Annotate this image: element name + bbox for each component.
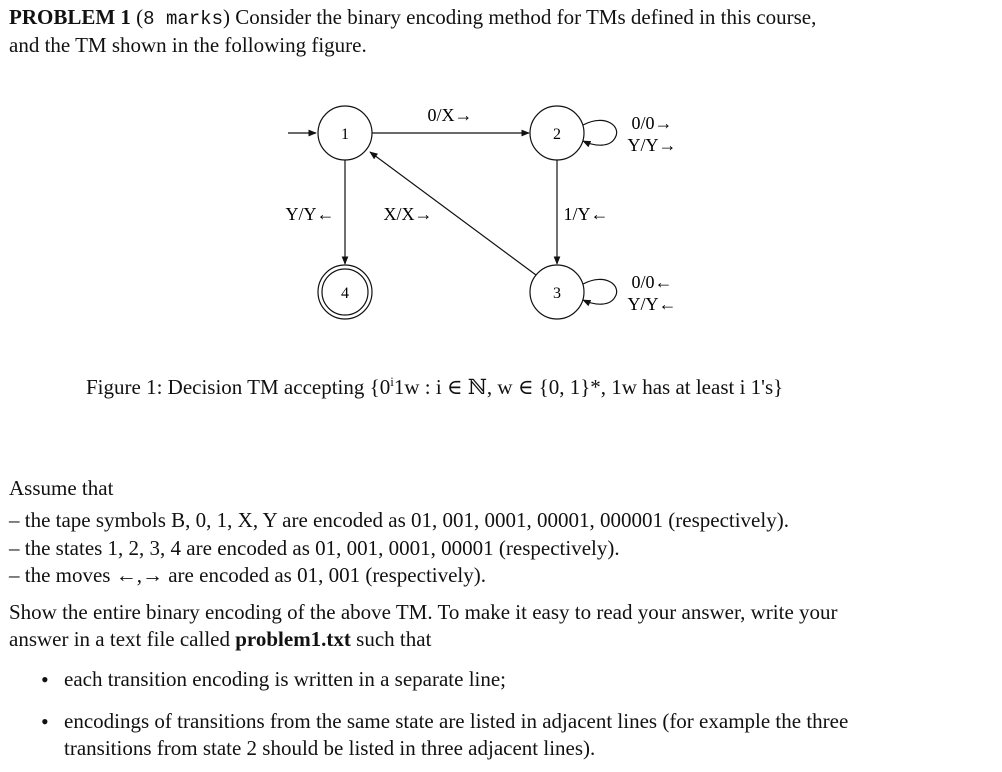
state-3-label: 3 <box>553 285 561 302</box>
state-1-label: 1 <box>341 126 349 143</box>
loop-2-label-a: 0/0→ <box>631 113 672 133</box>
caption-sup: i <box>390 374 394 389</box>
instructions-line-1: Show the entire binary encoding of the a… <box>9 600 838 624</box>
instructions-line-2-pre: answer in a text file called <box>9 627 236 651</box>
caption-prefix: Figure 1: Decision TM accepting {0 <box>86 375 391 399</box>
edge-2-3-label: 1/Y← <box>564 204 609 224</box>
bullet-item-line-1: encodings of transitions from the same s… <box>64 709 849 733</box>
marks-open: ( <box>136 5 144 29</box>
state-4-accepting: 4 <box>317 264 373 320</box>
loop-2 <box>582 119 618 148</box>
caption-suffix: 1w : i ∈ ℕ, w ∈ {0, 1}*, 1w has at least… <box>393 375 784 399</box>
assume-title: Assume that <box>9 476 114 500</box>
state-4-label: 4 <box>341 285 349 302</box>
edge-1-4-label: Y/Y← <box>286 204 335 224</box>
state-1: 1 <box>317 105 373 161</box>
edge-1-2-label: 0/X→ <box>428 105 473 125</box>
intro-line-1: Consider the binary encoding method for … <box>235 5 817 29</box>
problem-intro: PROBLEM 1 (8 marks) Consider the binary … <box>9 4 994 33</box>
state-2-label: 2 <box>553 126 561 143</box>
instructions-line-2-post: such that <box>350 627 432 651</box>
loop-3-label-a: 0/0← <box>631 272 672 292</box>
intro-line-2: and the TM shown in the following figure… <box>9 33 367 57</box>
instructions-line-2: answer in a text file called problem1.tx… <box>9 626 431 653</box>
loop-2-label-b: Y/Y→ <box>628 135 677 155</box>
bullet-list: each transition encoding is written in a… <box>9 666 989 762</box>
assume-line-1: – the tape symbols B, 0, 1, X, Y are enc… <box>9 508 789 532</box>
bullet-item: each transition encoding is written in a… <box>9 666 989 693</box>
state-3: 3 <box>529 264 585 320</box>
bullet-item-line-2: transitions from state 2 should be liste… <box>64 736 596 760</box>
loop-3 <box>582 278 618 307</box>
marks-close: ) <box>223 5 230 29</box>
tm-diagram: 1 2 3 4 0/X→ 1/Y← X/X→ Y/Y← 0/0→ Y/Y→ 0/… <box>286 105 677 320</box>
figure-caption: Figure 1: Decision TM accepting {0i1w : … <box>86 374 783 401</box>
loop-3-label-b: Y/Y← <box>628 294 677 314</box>
marks-label: 8 marks <box>143 8 223 30</box>
filename: problem1.txt <box>235 627 351 651</box>
state-2: 2 <box>529 105 585 161</box>
bullet-item: encodings of transitions from the same s… <box>9 708 989 762</box>
edge-3-1-label: X/X→ <box>384 204 433 224</box>
problem-heading: PROBLEM 1 <box>9 5 131 29</box>
assume-line-2: – the states 1, 2, 3, 4 are encoded as 0… <box>9 536 620 560</box>
edge-3-1 <box>369 151 537 276</box>
assume-line-3: – the moves ←,→ are encoded as 01, 001 (… <box>9 563 487 587</box>
